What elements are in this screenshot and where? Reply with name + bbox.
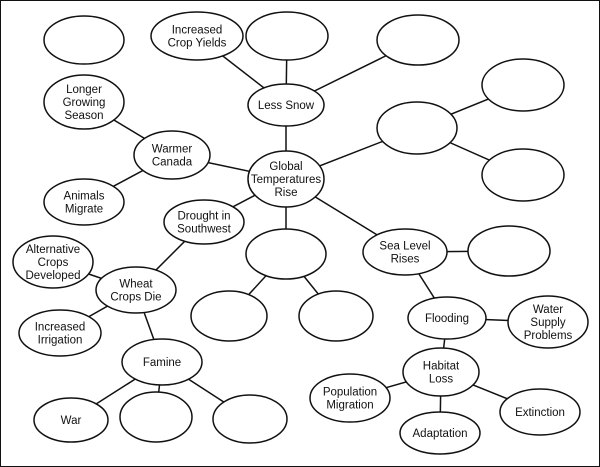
node-ellipse-blank_top_mid — [245, 11, 329, 61]
node-war: War — [33, 397, 109, 443]
node-ellipse-blank_right_mid — [376, 101, 458, 155]
node-ellipse-animals_migrate — [43, 178, 125, 226]
node-ellipse-water_supply — [507, 295, 589, 349]
node-blank_famine_mid — [119, 391, 193, 443]
node-blank_famine_right — [212, 394, 288, 444]
node-ellipse-blank_center — [245, 228, 327, 280]
node-ellipse-warmer_canada — [133, 130, 211, 180]
node-ellipse-alt_crops — [12, 235, 94, 289]
node-ellipse-adaptation — [399, 411, 481, 455]
node-blank_center_right — [298, 290, 374, 342]
node-ellipse-drought — [163, 199, 245, 245]
node-ellipse-increased_crop — [150, 11, 244, 61]
node-flooding: Flooding — [407, 296, 487, 340]
node-ellipse-blank_center_left — [190, 290, 268, 342]
node-ellipse-war — [33, 397, 109, 443]
node-label-famine: Famine — [143, 357, 181, 369]
node-ellipse-blank_famine_mid — [119, 391, 193, 443]
node-ellipse-global — [247, 150, 325, 208]
node-label-adaptation: Adaptation — [413, 428, 468, 440]
node-ellipse-wheat — [95, 266, 177, 314]
node-blank_top_left — [43, 15, 125, 65]
node-label-extinction: Extinction — [515, 407, 565, 419]
node-less_snow: Less Snow — [247, 83, 325, 127]
node-ellipse-blank_right_top — [481, 58, 565, 112]
node-ellipse-less_snow — [247, 83, 325, 127]
node-blank_right_low — [481, 148, 565, 202]
node-ellipse-blank_sea_right — [467, 225, 551, 277]
node-blank_right_mid — [376, 101, 458, 155]
node-ellipse-blank_center_right — [298, 290, 374, 342]
node-blank_center — [245, 228, 327, 280]
node-label-less_snow: Less Snow — [258, 100, 315, 112]
node-famine: Famine — [121, 338, 203, 386]
node-label-flooding: Flooding — [425, 313, 469, 325]
node-blank_right_top — [481, 58, 565, 112]
node-ellipse-flooding — [407, 296, 487, 340]
node-ellipse-habitat — [402, 347, 480, 397]
node-blank_center_left — [190, 290, 268, 342]
node-ellipse-irrigation — [18, 309, 102, 357]
node-adaptation: Adaptation — [399, 411, 481, 455]
node-ellipse-famine — [121, 338, 203, 386]
node-ellipse-blank_top_left — [43, 15, 125, 65]
node-ellipse-blank_famine_right — [212, 394, 288, 444]
node-blank_top_right — [376, 14, 460, 66]
node-blank_top_mid — [245, 11, 329, 61]
node-ellipse-extinction — [499, 388, 581, 436]
node-blank_sea_right — [467, 225, 551, 277]
node-ellipse-population — [309, 373, 391, 423]
node-extinction: Extinction — [499, 388, 581, 436]
node-ellipse-sea_level — [362, 228, 448, 276]
node-label-war: War — [61, 415, 82, 427]
node-ellipse-blank_right_low — [481, 148, 565, 202]
node-ellipse-longer_season — [43, 74, 125, 130]
node-ellipse-blank_top_right — [376, 14, 460, 66]
